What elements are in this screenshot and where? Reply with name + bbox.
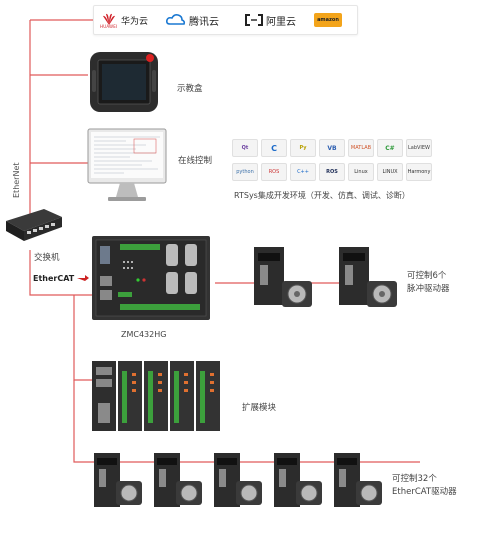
link-expansion-drivers [73, 380, 420, 463]
controller-label: ZMC432HG [121, 330, 167, 339]
ide-icon-ros2: ROS [319, 163, 345, 181]
controller-device [92, 236, 210, 320]
teach-pendant-label: 示教盒 [177, 84, 203, 94]
ethercat-drive-4 [274, 453, 322, 507]
huawei-cloud-logo: 华为云 [100, 6, 148, 34]
ethercat-drive-2 [154, 453, 202, 507]
amazon-logo: amazon [314, 6, 342, 34]
ide-icon-linux: Linux [348, 163, 374, 181]
ethercat-logo: EtherCAT [33, 274, 90, 283]
ide-icon-matlab: MATLAB [348, 139, 374, 157]
tencent-cloud-name: 腾讯云 [189, 16, 219, 28]
aliyun-name: 阿里云 [266, 16, 296, 28]
tencent-icon [166, 14, 186, 25]
ide-icon-python: python [232, 163, 258, 181]
ide-icon-harmony: Harmony [406, 163, 432, 181]
pulse-driver-1 [254, 247, 312, 307]
expansion-modules-device [92, 361, 220, 431]
pc-monitor-device [87, 128, 167, 201]
aliyun-icon [245, 14, 263, 26]
huawei-cloud-name: 华为云 [121, 16, 149, 27]
huawei-brand: HUAWEI [100, 24, 118, 29]
ethernet-label-box: EtherNet [12, 150, 26, 200]
ide-icon-labview: LabVIEW [406, 139, 432, 157]
ide-icon-python-ide: Py [290, 139, 316, 157]
ide-icon-csharp: C# [377, 139, 403, 157]
ide-icon-vb: VB [319, 139, 345, 157]
network-switch-device [6, 209, 62, 241]
ethercat-arrow-icon [77, 275, 90, 281]
tencent-cloud-logo: 腾讯云 [166, 6, 219, 34]
ide-icon-ros: ROS [261, 163, 287, 181]
ethercat-logo-text: EtherCAT [33, 274, 75, 283]
teach-pendant-device [90, 52, 158, 112]
ethercat-drive-3 [214, 453, 262, 507]
cloud-platforms-bar: 华为云 HUAWEI 腾讯云 阿里云 amazon [93, 5, 358, 35]
ide-icon-cpp: C++ [290, 163, 316, 181]
ide-icon-c: C [261, 139, 287, 157]
online-control-label: 在线控制 [178, 156, 213, 166]
huawei-icon [103, 13, 115, 25]
pulse-drivers-label-2: 脉冲驱动器 [407, 284, 450, 294]
ethernet-label: EtherNet [12, 162, 21, 198]
ethercat-drive-1 [94, 453, 142, 507]
ide-icon-qt: Qt [232, 139, 258, 157]
aliyun-logo: 阿里云 [244, 6, 296, 34]
link-switch-controller [29, 250, 92, 296]
ethercat-drive-5 [334, 453, 382, 507]
ethercat-drivers-label-1: 可控制32个 [392, 474, 437, 484]
rtsys-label: RTSys集成开发环境（开发、仿真、调试、诊断） [234, 191, 410, 200]
switch-label: 交换机 [34, 253, 60, 263]
expansion-label: 扩展模块 [242, 403, 277, 413]
ethercat-drivers-label-2: EtherCAT驱动器 [392, 487, 457, 497]
pulse-drivers-label-1: 可控制6个 [407, 271, 447, 281]
amazon-name: amazon [317, 17, 339, 23]
pulse-driver-2 [339, 247, 397, 307]
ide-icon-linux-text: LINUX [377, 163, 403, 181]
ide-icons-grid: Qt C Py VB MATLAB C# LabVIEW python ROS … [232, 139, 432, 185]
